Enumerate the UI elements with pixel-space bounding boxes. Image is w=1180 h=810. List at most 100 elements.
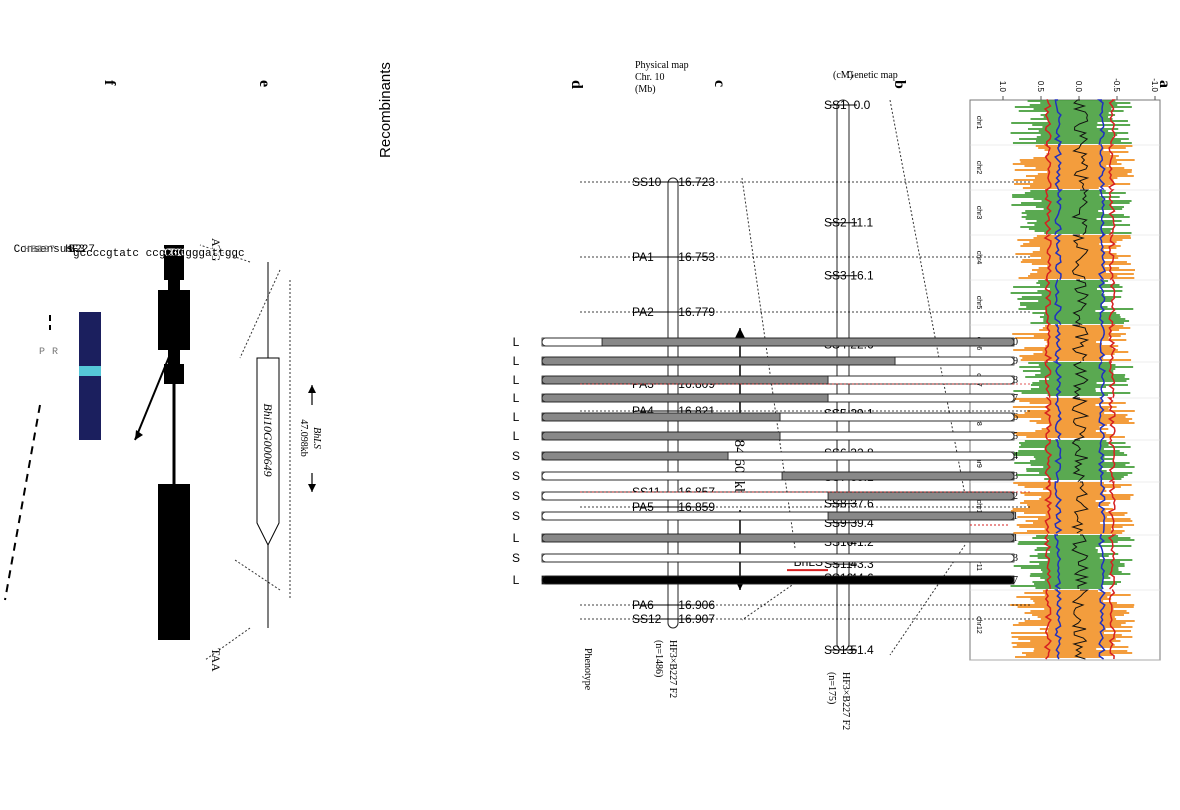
- panel-label-f: f: [101, 80, 118, 86]
- line-outline-r4: [541, 451, 1015, 461]
- threshold-line: [1108, 439, 1116, 483]
- phenotype-r10: L: [513, 335, 520, 349]
- line-outline-r1: [541, 511, 1015, 521]
- threshold-line: [1108, 279, 1116, 326]
- threshold-line: [1044, 189, 1052, 236]
- connector-d-e: [234, 269, 291, 600]
- chromosome-label-chr5: chr5: [975, 296, 982, 310]
- chromosome-scatter-chr1: [1010, 100, 1132, 144]
- exon-connector: [168, 280, 180, 290]
- phenotype-r1: S: [512, 509, 520, 523]
- threshold-line: [1097, 589, 1106, 660]
- threshold-line: [1108, 234, 1116, 281]
- genotype-segment-r8: [541, 375, 829, 385]
- phenotype-r4: S: [512, 449, 520, 463]
- genotype-segment-r9: [541, 356, 896, 366]
- genotype-segment-r3: [781, 471, 1015, 481]
- faint-label-B227: B227: [31, 245, 55, 256]
- chromosome-scatter-chr2: [1012, 145, 1135, 189]
- genotype-segment-r10: [601, 337, 1015, 347]
- genotype-segment-r3: [541, 471, 783, 481]
- threshold-line: [1098, 234, 1107, 281]
- threshold-line: [1054, 324, 1062, 362]
- panel-label-a: a: [1156, 80, 1173, 88]
- panel-label-d: d: [568, 80, 585, 89]
- threshold-line: [1043, 589, 1052, 660]
- line-outline-r6: [541, 412, 1015, 422]
- scan-tick-label: 0.5: [1036, 81, 1045, 93]
- threshold-line: [1098, 397, 1106, 441]
- recombinants-label: Recombinants: [377, 62, 394, 158]
- genotype-segment-r5: [779, 431, 1015, 441]
- threshold-line: [1108, 99, 1116, 146]
- scan-tick-label: 0.0: [1074, 81, 1083, 93]
- threshold-line: [1044, 361, 1052, 399]
- marker-guide-lines: [580, 181, 1030, 620]
- exon-3: [164, 364, 184, 384]
- genetic-map-unit: (cM): [833, 70, 853, 81]
- line-outline-B227: [541, 575, 1015, 585]
- genotype-segment-r2: [827, 491, 1015, 501]
- chromosome-label-chr2: chr2: [975, 161, 982, 175]
- threshold-line: [1107, 481, 1116, 534]
- threshold-line: [1054, 534, 1062, 590]
- genotype-segment-r4: [541, 451, 729, 461]
- genotype-segment-r4: [727, 451, 1015, 461]
- line-outline-HF3: [541, 553, 1015, 563]
- genetic-map-population: HF3×B227 F2: [840, 672, 851, 730]
- physical-marker-name-PA1: PA1: [632, 250, 654, 264]
- genetic-map-title: Genetic map: [847, 70, 898, 81]
- stop-codon: TAA: [209, 648, 223, 672]
- genotype-segment-F1: [541, 533, 1015, 543]
- threshold-line: [1054, 589, 1062, 660]
- chromosome-scatter-chr9: [1012, 440, 1135, 480]
- chromosome-label-chr4: chr4: [975, 251, 982, 265]
- gene-id: Bhi10G000649: [261, 403, 275, 476]
- phenotype-label: Phenotype: [582, 648, 593, 691]
- genotype-segment-r5: [541, 431, 781, 441]
- threshold-line: [1098, 144, 1106, 191]
- exon-1: [164, 245, 184, 280]
- genotype-segment-HF3: [541, 553, 1015, 563]
- mean-line: [1071, 589, 1089, 660]
- panel-e: Bhi10G000649: [256, 262, 280, 628]
- genotype-segment-r2: [541, 491, 829, 501]
- physical-marker-name-PA5: PA5: [632, 500, 654, 514]
- threshold-line: [1043, 234, 1052, 281]
- genotype-segment-r6: [541, 412, 781, 422]
- mean-line: [1071, 324, 1090, 362]
- threshold-line: [1054, 481, 1063, 534]
- threshold-line: [1108, 324, 1116, 362]
- genotype-segment-B227: [541, 575, 1015, 585]
- scan-y-axis: -1.0-0.50.00.51.0: [998, 78, 1159, 100]
- threshold-line: [1097, 439, 1105, 483]
- physical-map-chr: Chr. 10: [635, 72, 664, 83]
- phenotype-HF3: S: [512, 551, 520, 565]
- genotype-segment-r8: [827, 375, 1015, 385]
- genotype-segment-r6: [779, 412, 1015, 422]
- chromosome-label-chr10: chr10: [975, 500, 982, 518]
- snp-highlight: [89, 366, 101, 376]
- phenotype-r2: S: [512, 489, 520, 503]
- threshold-line: [1097, 99, 1106, 146]
- threshold-line: [1107, 534, 1117, 590]
- snp-highlight: [79, 366, 91, 376]
- phenotype-r7: L: [513, 391, 520, 405]
- gene-arrow: [256, 357, 280, 547]
- connector-b-c: [741, 177, 796, 621]
- mean-line: [1071, 397, 1090, 441]
- alignment-seq-HF3: CCGGCTCCGTATCGCCCCTGGGATTGCC: [85, 248, 270, 260]
- scan-tick-label: -0.5: [1112, 78, 1121, 92]
- threshold-line: [1108, 144, 1116, 191]
- faint-seq-B227: R: [52, 347, 58, 358]
- genotype-segment-r7: [827, 393, 1015, 403]
- chromosome-label-chr11: chr11: [975, 554, 982, 571]
- alignment-bracket-bottom: [4, 404, 41, 601]
- threshold-line: [1099, 189, 1106, 236]
- mean-line: [1071, 534, 1090, 590]
- chromosome-label-chr3: chr3: [975, 206, 982, 220]
- physical-map-title: Physical map: [635, 60, 689, 71]
- phenotype-r5: L: [513, 429, 520, 443]
